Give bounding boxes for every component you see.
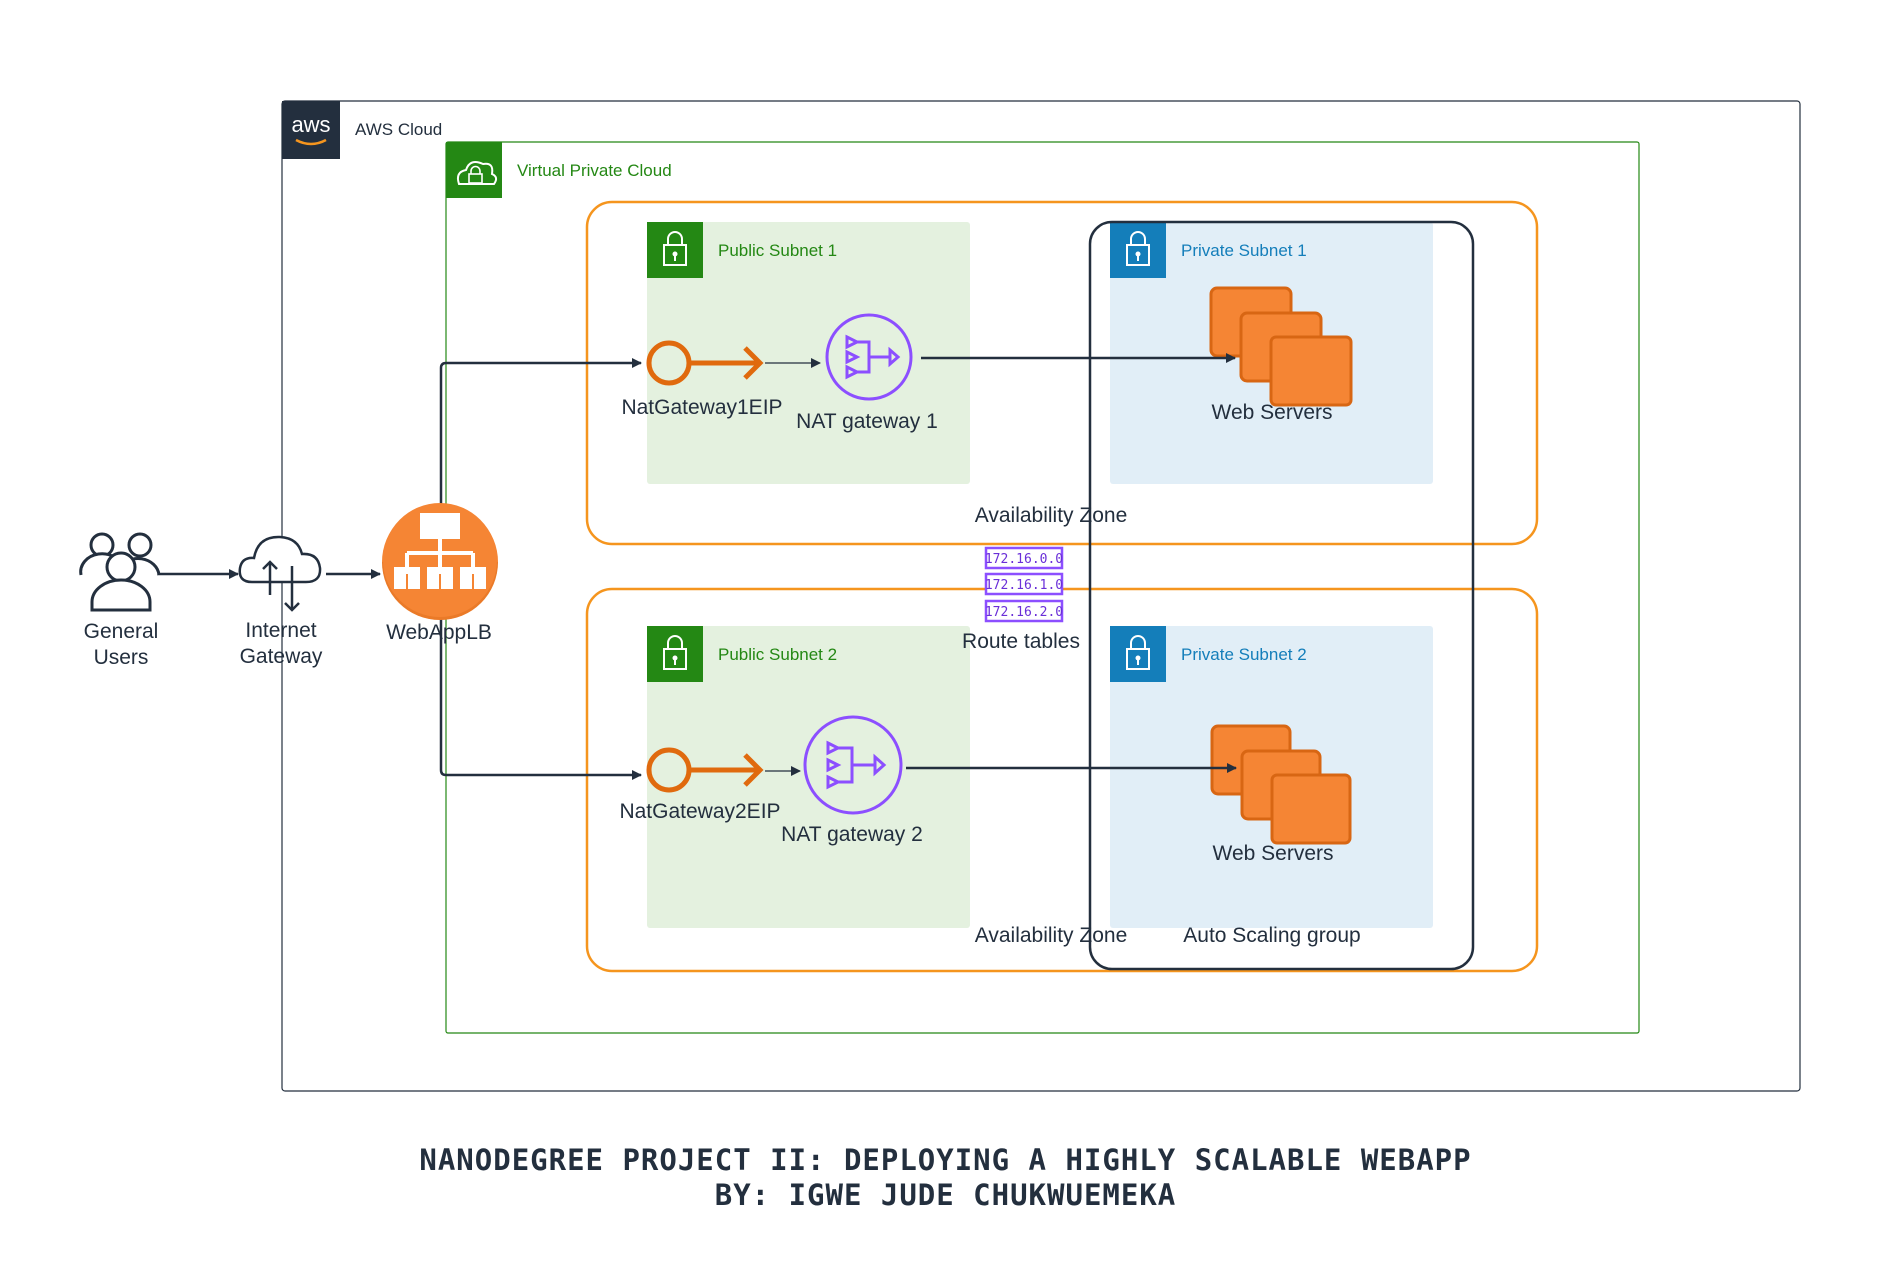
public-subnet-1-lock-icon [647,222,703,278]
elastic-ip-1-icon [646,340,764,386]
internet-gateway-label-line2: Gateway [240,645,323,668]
lb-to-eip1-arrow [439,358,642,515]
internet-gateway-icon [238,535,322,612]
aws-logo-text: aws [291,112,330,137]
lb-to-eip2-arrow [439,610,642,780]
public-subnet-2: Public Subnet 2 [647,626,970,928]
web-servers-2-icon [1210,724,1352,845]
availability-zone-2-label: Availability Zone [975,924,1128,947]
connectors [157,353,1237,780]
public-subnet-2-lock-icon [647,626,703,682]
web-servers-1-icon [1209,286,1353,407]
private-subnet-2-lock-icon [1110,626,1166,682]
private-subnet-1-label: Private Subnet 1 [1181,241,1307,260]
private-subnet-1-lock-icon [1110,222,1166,278]
users-icon [79,532,161,612]
route-tables-label: Route tables [962,630,1080,653]
aws-cloud-label: AWS Cloud [355,120,442,139]
users-label-line1: General [84,620,159,643]
private-subnet-2-label: Private Subnet 2 [1181,645,1307,664]
footer-author: BY: IGWE JUDE CHUKWUEMEKA [714,1178,1177,1212]
web-servers-1-label: Web Servers [1212,401,1333,424]
availability-zone-1 [585,200,1539,546]
elastic-ip-2-icon [646,747,764,793]
public-subnet-2-label: Public Subnet 2 [718,645,837,664]
nat-gateway-2-icon [803,715,903,815]
auto-scaling-group-label: Auto Scaling group [1183,924,1360,947]
nat-gateway-1-icon [825,313,913,401]
vpc-label: Virtual Private Cloud [517,161,672,180]
public-subnet-1-label: Public Subnet 1 [718,241,837,260]
nat-eip-1-label: NatGateway1EIP [621,396,782,419]
web-servers-2-label: Web Servers [1213,842,1334,865]
aws-cloud-group: aws AWS Cloud [281,100,1801,1092]
load-balancer-icon [382,503,498,620]
vpc-cloud-icon [446,142,502,198]
nat-gateway-2-label: NAT gateway 2 [781,823,923,846]
load-balancer-label: WebAppLB [386,621,492,644]
footer-title: NANODEGREE PROJECT II: DEPLOYING A HIGHL… [419,1143,1472,1177]
route-table-cidr-1: 172.16.0.0 [985,552,1063,567]
route-table-cidr-3: 172.16.2.0 [985,605,1063,620]
nat-gateway-1-label: NAT gateway 1 [796,410,938,433]
internet-gateway-label-line1: Internet [245,619,316,642]
users-label-line2: Users [94,646,149,669]
availability-zone-1-label: Availability Zone [975,504,1128,527]
route-tables-icon: 172.16.0.0 172.16.1.0 172.16.2.0 [984,546,1064,623]
public-subnet-1: Public Subnet 1 [647,222,970,484]
nat-eip-2-label: NatGateway2EIP [619,800,780,823]
aws-logo-icon [282,101,340,159]
route-table-cidr-2: 172.16.1.0 [985,578,1063,593]
auto-scaling-group [1088,220,1475,971]
